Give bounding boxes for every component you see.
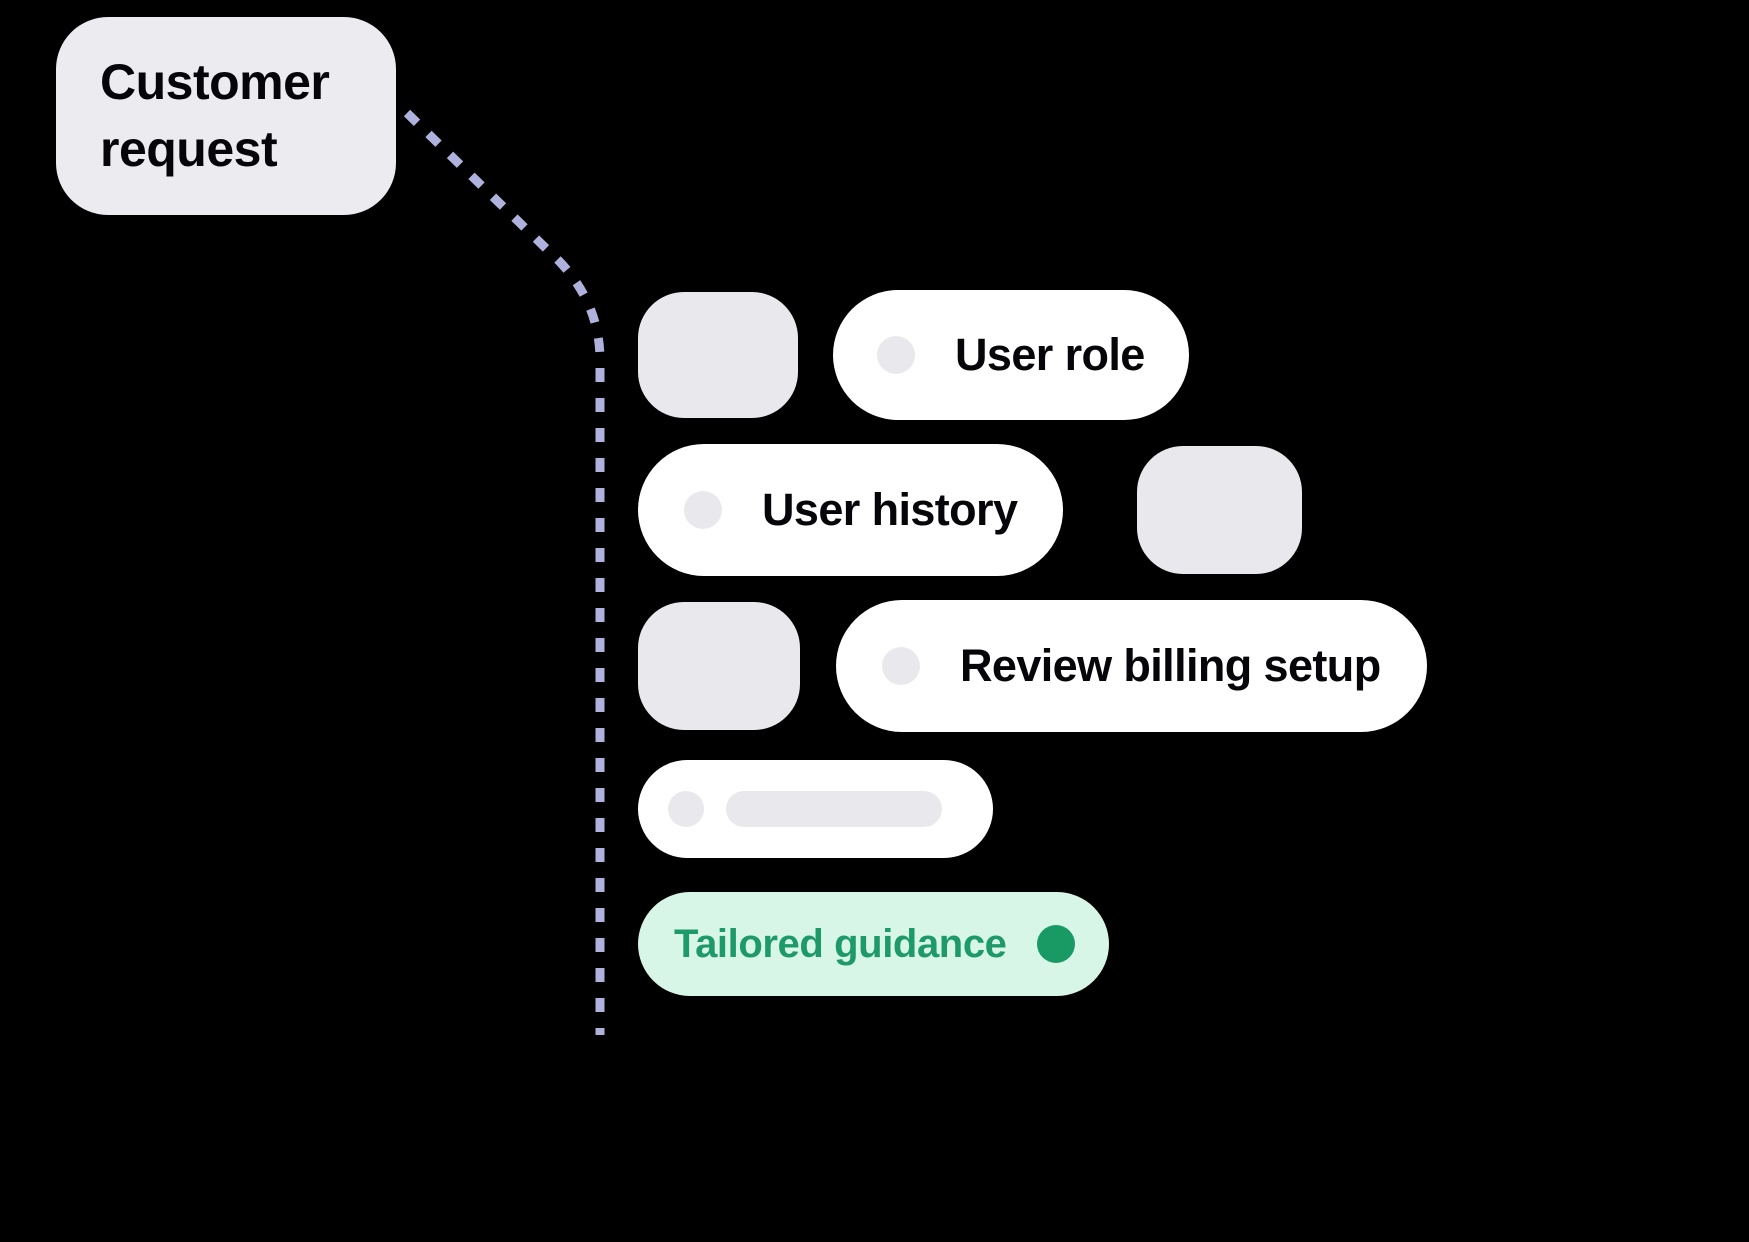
- skeleton-text-bar: [726, 791, 942, 827]
- chip-user-history[interactable]: User history: [638, 444, 1064, 576]
- status-dot-icon: [1036, 925, 1075, 963]
- placeholder-block: [1137, 446, 1303, 574]
- chip-tailored-guidance[interactable]: Tailored guidance: [638, 892, 1109, 996]
- customer-request-card[interactable]: Customer request: [56, 17, 396, 215]
- row-user-history: User history: [638, 444, 1698, 576]
- chip-user-role[interactable]: User role: [833, 290, 1189, 420]
- chip-tailored-guidance-label: Tailored guidance: [674, 921, 1007, 966]
- row-loading-placeholder: [638, 760, 1698, 858]
- connector-path: [403, 109, 605, 1035]
- bullet-dot-icon: [877, 336, 915, 374]
- chip-user-role-label: User role: [955, 329, 1145, 380]
- context-chip-stack: User role User history Review billing se…: [638, 290, 1698, 996]
- placeholder-block: [638, 292, 798, 418]
- row-tailored-guidance: Tailored guidance: [638, 892, 1698, 996]
- chip-loading-placeholder[interactable]: [638, 760, 993, 858]
- row-review-billing-setup: Review billing setup: [638, 600, 1698, 732]
- chip-review-billing-setup-label: Review billing setup: [960, 640, 1381, 691]
- bullet-dot-icon: [882, 647, 920, 685]
- row-user-role: User role: [638, 290, 1698, 420]
- chip-review-billing-setup[interactable]: Review billing setup: [836, 600, 1427, 732]
- placeholder-block: [638, 602, 800, 730]
- bullet-dot-icon: [668, 791, 704, 827]
- chip-user-history-label: User history: [762, 484, 1018, 535]
- customer-request-label: Customer request: [100, 54, 330, 177]
- bullet-dot-icon: [684, 491, 722, 529]
